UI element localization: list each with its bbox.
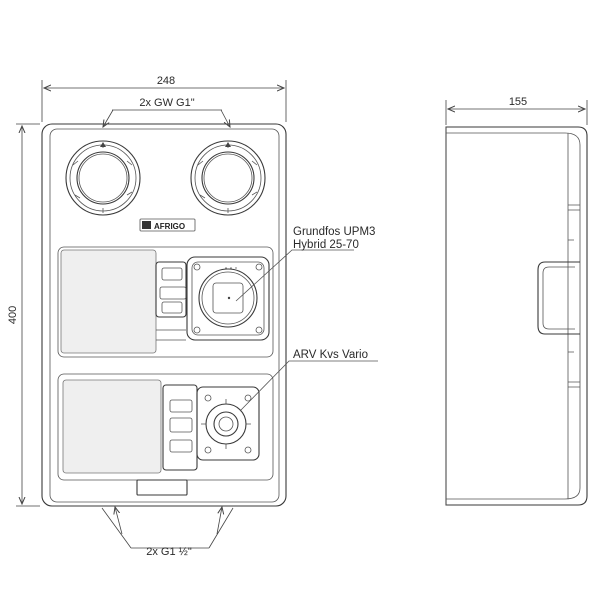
- side-housing-outline: [445, 126, 588, 506]
- bottom-connection-callout: 2x G1 ½": [101, 507, 234, 558]
- right-top-fitting: [190, 140, 266, 216]
- left-top-fitting: [65, 140, 141, 216]
- brand-logo: AFRIGO: [139, 218, 196, 232]
- pump-pipe-fittings: [155, 261, 187, 341]
- pump-label-line2: Hybrid 25-70: [293, 239, 359, 251]
- depth-dimension: 155: [445, 96, 588, 125]
- side-view: 155: [445, 96, 588, 506]
- valve-label-leader: [239, 360, 378, 412]
- pump-label-leader: [235, 249, 354, 302]
- depth-dimension-value: 155: [509, 96, 527, 108]
- width-dimension-value: 248: [157, 75, 175, 87]
- height-dimension-value: 400: [7, 306, 19, 324]
- mixing-valve: [196, 386, 260, 461]
- valve-pipe-fittings: [162, 384, 198, 471]
- top-connection-label: 2x GW G1": [139, 97, 194, 109]
- pump-section-outline: [57, 246, 274, 358]
- front-housing-inner-outline: [49, 128, 280, 503]
- lower-insulation-block: [62, 379, 162, 474]
- bottom-slot: [136, 479, 188, 496]
- valve-label: ARV Kvs Vario: [293, 349, 368, 361]
- pump-label-line1: Grundfos UPM3: [293, 226, 375, 238]
- bottom-connection-label: 2x G1 ½": [146, 546, 192, 558]
- front-housing-outline: [41, 123, 287, 507]
- upper-insulation-block: [60, 249, 157, 354]
- width-dimension: 248: [41, 75, 287, 122]
- front-view: AFRIGO: [7, 75, 378, 558]
- side-handle-recess: [537, 261, 580, 335]
- top-connection-callout: 2x GW G1": [103, 97, 230, 127]
- arrow-mark-icon: [225, 142, 231, 147]
- height-dimension: 400: [7, 123, 40, 507]
- circulation-pump: [186, 256, 270, 341]
- brand-logo-text: AFRIGO: [154, 222, 185, 231]
- arrow-mark-icon: [100, 142, 106, 147]
